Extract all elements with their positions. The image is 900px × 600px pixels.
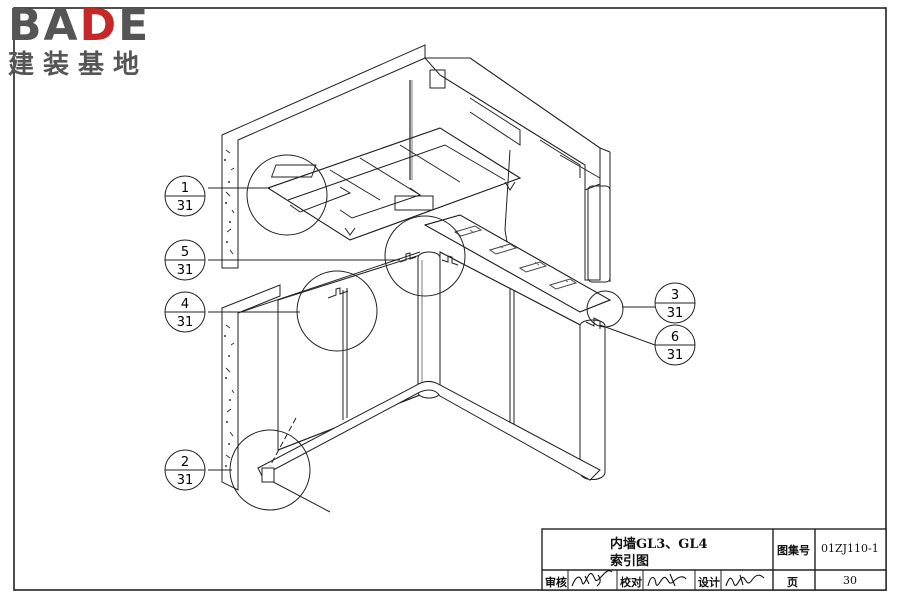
- designer-signature: [725, 574, 765, 587]
- callout-number: 2: [181, 455, 189, 470]
- checker-signature: [647, 573, 687, 587]
- callout-number: 1: [181, 181, 189, 196]
- panel-top-blocking: [423, 214, 612, 313]
- signatures: [571, 570, 765, 587]
- page-number: 30: [843, 574, 857, 587]
- callout-sheet: 31: [667, 306, 684, 321]
- callout-number: 3: [671, 288, 679, 303]
- brand-name: BADE: [8, 4, 150, 48]
- brand-logo: BADE 建装基地: [8, 4, 150, 82]
- right-wall-panels: [439, 251, 606, 481]
- callout-1: 1 31: [164, 175, 206, 217]
- leader-lines: [208, 187, 656, 471]
- brand-name-accent: D: [79, 0, 119, 51]
- callout-sheet: 31: [177, 263, 194, 278]
- upper-structural-wall: [221, 44, 426, 269]
- reviewer-signature: [571, 570, 613, 587]
- page-label: 页: [787, 576, 798, 589]
- callout-number: 6: [671, 330, 679, 345]
- callout-sheet: 31: [667, 348, 684, 363]
- callout-number: 4: [181, 297, 189, 312]
- callout-sheet: 31: [177, 315, 194, 330]
- ceiling-grid: [266, 80, 522, 241]
- callout-4: 4 31: [164, 291, 206, 333]
- callout-2: 2 31: [164, 449, 206, 491]
- callout-5: 5 31: [164, 239, 206, 281]
- detail-circle-5: [384, 215, 466, 297]
- callout-sheet: 31: [177, 473, 194, 488]
- box-beam: [423, 57, 611, 283]
- callout-6: 6 31: [654, 324, 696, 366]
- skirting-base: [257, 380, 601, 513]
- atlas-number: 01ZJ110-1: [821, 542, 879, 555]
- drawing-title-line2: 索引图: [610, 554, 650, 569]
- brand-name-suffix: E: [118, 0, 151, 51]
- brand-name-prefix: BA: [8, 0, 80, 51]
- brand-subtitle: 建装基地: [8, 50, 149, 80]
- title-block-grid: [541, 528, 887, 591]
- corner-column: [417, 251, 441, 399]
- callout-number: 5: [181, 245, 189, 260]
- drawing-frame: [13, 7, 887, 591]
- detail-circle-4: [296, 270, 378, 352]
- isometric-drawing: [221, 44, 612, 513]
- lower-structural-wall: [221, 284, 281, 491]
- detail-circle-1: [246, 154, 328, 236]
- check-label: 校对: [620, 576, 642, 589]
- review-label: 审核: [545, 576, 567, 589]
- design-label: 设计: [698, 576, 720, 589]
- detail-circle-3: [586, 290, 624, 328]
- back-wall-panels: [237, 251, 421, 451]
- callout-3: 3 31: [654, 282, 696, 324]
- callout-sheet: 31: [177, 199, 194, 214]
- drawing-title-line1: 内墙GL3、GL4: [610, 537, 708, 552]
- atlas-label: 图集号: [777, 544, 810, 557]
